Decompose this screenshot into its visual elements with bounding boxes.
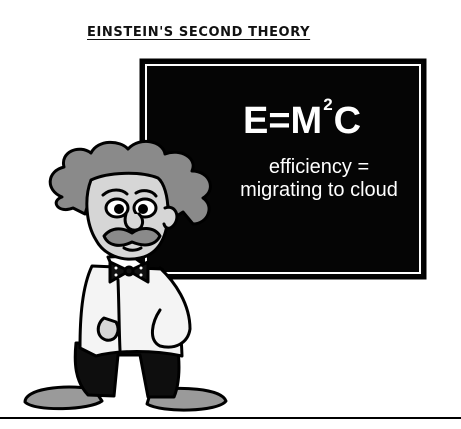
chalkboard-line-2: migrating to cloud	[240, 179, 398, 201]
einstein-character-illustration	[23, 139, 228, 412]
chalkboard-text: efficiency = migrating to cloud	[226, 156, 412, 202]
ear	[162, 205, 179, 230]
equation-lhs: E=M	[243, 100, 323, 142]
left-eyebrow	[101, 188, 129, 197]
mustache	[102, 227, 162, 247]
equation-exponent: 2	[323, 95, 333, 114]
coat-lapel	[116, 278, 122, 352]
character-left-arm	[151, 266, 192, 349]
bow-tie	[108, 260, 150, 284]
cartoon-caption: EINSTEIN'S SECOND THEORY	[87, 25, 311, 40]
chalkboard-equation: E=M2C	[243, 96, 362, 142]
left-hand	[96, 316, 120, 342]
right-eyebrow	[134, 189, 158, 198]
equation-rhs: C	[333, 100, 362, 142]
pants	[73, 341, 181, 399]
chalkboard-line-1: efficiency =	[268, 156, 370, 178]
mouth	[122, 246, 143, 252]
